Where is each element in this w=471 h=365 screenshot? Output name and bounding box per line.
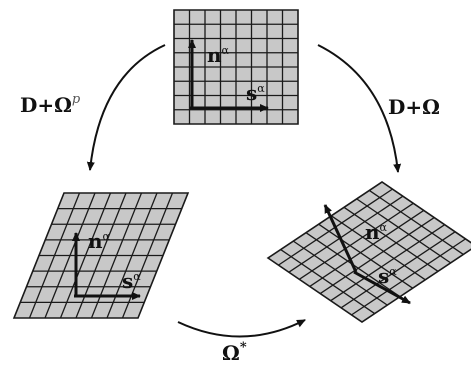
left-arrow-label: D+Ωp: [20, 92, 81, 117]
grid-line: [368, 189, 464, 255]
grid-line: [298, 202, 414, 280]
normal-vector-label: nα: [207, 43, 230, 67]
plastic-deformation-arrow: [86, 44, 166, 171]
current-grid: [266, 181, 471, 323]
grid-line: [330, 215, 426, 281]
reference-grid: [173, 9, 299, 125]
grid-line: [280, 249, 376, 315]
grid-line: [351, 238, 466, 316]
normal-vector-label: nα: [365, 220, 388, 244]
total-deformation-arrow: [317, 44, 402, 173]
grid-line: [340, 231, 456, 309]
right-arrow-label: D+Ω: [388, 95, 440, 119]
grid-line: [292, 240, 388, 306]
bottom-arrow-label: Ω*: [222, 340, 247, 365]
grid-line: [343, 206, 439, 272]
slip-vector-label: sα: [122, 269, 141, 293]
current-lattice-panel: nα sα: [266, 181, 471, 323]
slip-vector-label: sα: [246, 81, 265, 105]
normal-vector-label: nα: [88, 229, 111, 253]
grid-line: [356, 198, 452, 264]
grid-line: [318, 223, 414, 289]
normal-vector-arrow: [323, 204, 358, 273]
slip-vector-arrow: [353, 270, 411, 305]
grid-line: [309, 209, 425, 287]
grid-line: [330, 224, 446, 302]
reference-lattice-panel: nα sα: [173, 9, 299, 125]
slip-vector-label: sα: [378, 264, 397, 288]
plastic-lattice-panel: nα sα: [12, 192, 190, 319]
rotation-arrow: [177, 319, 306, 338]
grid-line: [288, 195, 404, 273]
grid-line: [319, 217, 435, 295]
plastic-grid: [12, 192, 190, 319]
